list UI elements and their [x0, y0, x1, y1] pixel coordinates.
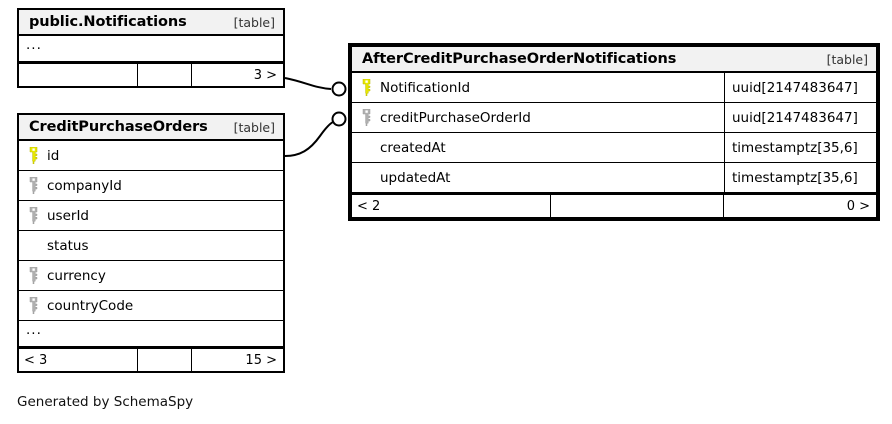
column-name: creditPurchaseOrderId [380, 109, 531, 126]
pager-next[interactable]: 0 > [846, 198, 870, 214]
primary-key-icon [359, 79, 374, 97]
column-cell: NotificationId [352, 73, 724, 102]
crowsfoot-zero-or-one-marker [331, 81, 347, 97]
column-cell: countryCode [19, 291, 283, 320]
column-name: updatedAt [380, 169, 451, 186]
column-cell: userId [19, 201, 283, 230]
column-cell: updatedAt [352, 163, 724, 192]
pager-prev[interactable] [19, 64, 137, 86]
column-cell: currency [19, 261, 283, 290]
table-kind-label: [table] [826, 51, 868, 67]
column-cell: status [19, 231, 283, 260]
table-public-notifications[interactable]: public.Notifications [table] ... 3 > [17, 8, 285, 88]
ellipsis-text: ... [26, 36, 42, 53]
table-row[interactable]: NotificationId uuid[2147483647] [352, 73, 876, 103]
pager-next[interactable]: 15 > [245, 352, 277, 368]
primary-key-icon [26, 147, 41, 165]
column-name: userId [47, 207, 89, 224]
pager-next[interactable]: 3 > [253, 67, 277, 83]
column-cell: createdAt [352, 133, 724, 162]
pager-prev[interactable]: < 2 [357, 198, 381, 214]
column-cell: creditPurchaseOrderId [352, 103, 724, 132]
relationship-creditpurchaseorders-id-to-creditpurchaseorderid [284, 111, 347, 157]
column-type: uuid[2147483647] [724, 73, 876, 102]
foreign-key-icon [26, 207, 41, 225]
table-row[interactable]: id [19, 141, 283, 171]
table-pager: 3 > [19, 62, 283, 86]
table-pager: < 2 0 > [352, 193, 876, 217]
column-name: NotificationId [380, 79, 471, 96]
pager-middle [137, 349, 192, 371]
column-name: countryCode [47, 297, 134, 314]
table-row[interactable]: updatedAt timestamptz[35,6] [352, 163, 876, 193]
column-name: status [47, 237, 89, 254]
column-type: timestamptz[35,6] [724, 133, 876, 162]
table-kind-label: [table] [233, 119, 275, 135]
table-header: public.Notifications [table] [19, 10, 283, 36]
table-header: CreditPurchaseOrders [table] [19, 115, 283, 141]
generated-by-credit: Generated by SchemaSpy [17, 394, 194, 410]
relationship-notifications-to-notificationid [284, 77, 347, 97]
column-cell: companyId [19, 171, 283, 200]
more-columns-ellipsis: ... [19, 321, 283, 347]
no-key-placeholder [359, 139, 374, 157]
pager-middle [550, 195, 724, 217]
column-type: timestamptz[35,6] [724, 163, 876, 192]
table-header: AfterCreditPurchaseOrderNotifications [t… [352, 47, 876, 73]
column-name: companyId [47, 177, 122, 194]
no-key-placeholder [359, 169, 374, 187]
table-title: public.Notifications [29, 14, 187, 30]
foreign-key-icon [26, 177, 41, 195]
column-cell: id [19, 141, 283, 170]
table-row[interactable]: createdAt timestamptz[35,6] [352, 133, 876, 163]
table-row[interactable]: companyId [19, 171, 283, 201]
table-row[interactable]: status [19, 231, 283, 261]
pager-prev[interactable]: < 3 [24, 352, 48, 368]
foreign-key-icon [26, 267, 41, 285]
table-credit-purchase-orders[interactable]: CreditPurchaseOrders [table] id [17, 113, 285, 373]
table-row[interactable]: creditPurchaseOrderId uuid[2147483647] [352, 103, 876, 133]
pager-middle [137, 64, 192, 86]
table-row[interactable]: countryCode [19, 291, 283, 321]
ellipsis-text: ... [26, 321, 42, 338]
no-key-placeholder [26, 237, 41, 255]
column-name: currency [47, 267, 106, 284]
crowsfoot-zero-or-one-marker [331, 111, 347, 127]
table-row[interactable]: currency [19, 261, 283, 291]
table-row[interactable]: userId [19, 201, 283, 231]
column-name: id [47, 147, 60, 164]
column-type: uuid[2147483647] [724, 103, 876, 132]
column-name: createdAt [380, 139, 446, 156]
table-title: CreditPurchaseOrders [29, 119, 208, 135]
foreign-key-icon [359, 109, 374, 127]
table-after-credit-purchase-order-notifications[interactable]: AfterCreditPurchaseOrderNotifications [t… [348, 43, 880, 221]
foreign-key-icon [26, 297, 41, 315]
table-title: AfterCreditPurchaseOrderNotifications [362, 51, 677, 67]
table-pager: < 3 15 > [19, 347, 283, 371]
more-columns-ellipsis: ... [19, 36, 283, 62]
table-kind-label: [table] [233, 14, 275, 30]
